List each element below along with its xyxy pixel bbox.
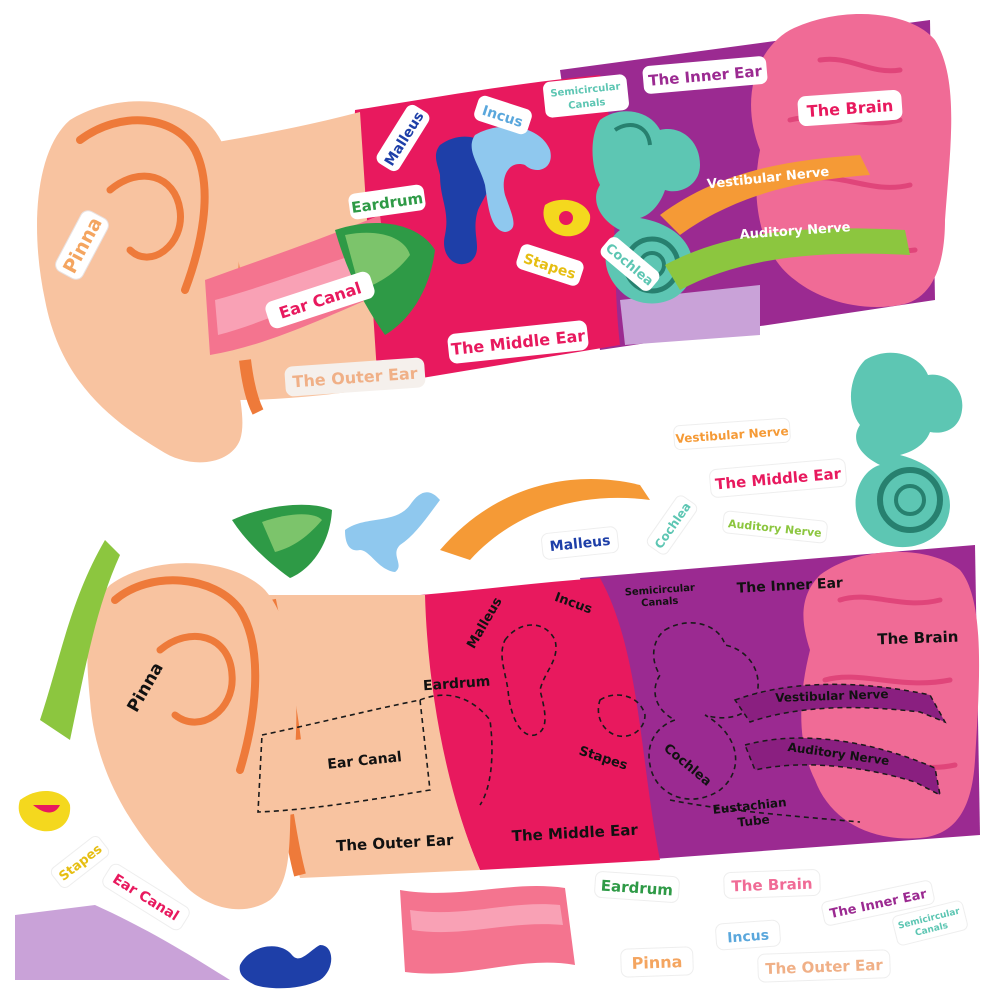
label-brain: The Brain: [797, 89, 903, 127]
loose-ear-canal-inner: [410, 904, 563, 933]
sticker-malleus[interactable]: Malleus: [541, 526, 619, 560]
base-helix-line: [111, 576, 260, 774]
label-semicircular-canals: Semicircular Canals: [543, 74, 629, 118]
helix-line: [76, 116, 209, 294]
base-vestibular-nerve: [733, 683, 947, 724]
loose-cochlea-swirl-inner: [894, 484, 926, 516]
sticker-outer-ear[interactable]: The Outer Ear: [757, 949, 891, 983]
antihelix-line: [106, 172, 184, 261]
base-middle-ear-region: [420, 578, 660, 870]
loose-cochlea-swirl-outer: [877, 467, 943, 533]
outer-ear-stripe: [239, 359, 264, 415]
sticker-brain-text: The Brain: [731, 875, 813, 896]
vestibular-nerve-piece: [660, 155, 870, 235]
base-ear-model: Pinna Ear Canal The Outer Ear Eardrum Ma…: [87, 545, 980, 910]
dashed-outlines: [257, 622, 861, 823]
sticker-eardrum[interactable]: Eardrum: [594, 871, 680, 903]
base-auditory-nerve: [743, 737, 942, 797]
pinna-shape: [37, 101, 243, 463]
base-label-semicircular-2: Canals: [641, 596, 679, 610]
base-label-eustachian-2: Tube: [737, 812, 770, 829]
auditory-nerve-piece: [665, 228, 910, 290]
sticker-malleus-text: Malleus: [549, 533, 611, 555]
sticker-stapes[interactable]: Stapes: [49, 834, 111, 890]
sticker-pinna-text: Pinna: [631, 952, 682, 973]
sticker-cochlea[interactable]: Cochlea: [645, 494, 699, 557]
loose-eustachian-piece[interactable]: [15, 905, 230, 980]
loose-eardrum-highlight: [262, 514, 322, 552]
stapes-hole: [559, 211, 573, 225]
loose-auditory-nerve-piece[interactable]: [40, 540, 120, 740]
base-outer-ear-region: [260, 595, 480, 878]
base-label-semicircular-1: Semicircular: [624, 583, 695, 599]
sticker-middle-ear[interactable]: The Middle Ear: [709, 458, 847, 498]
loose-stapes-mouth: [33, 805, 60, 813]
base-label-ear-canal: Ear Canal: [327, 749, 403, 773]
sticker-outer-ear-text: The Outer Ear: [765, 956, 884, 978]
sticker-pinna[interactable]: Pinna: [620, 946, 694, 978]
loose-incus-piece[interactable]: [345, 492, 440, 572]
loose-vestibular-nerve-piece[interactable]: [440, 478, 650, 560]
loose-malleus-piece[interactable]: [239, 945, 332, 989]
sticker-semicircular-canals[interactable]: Semicircular Canals: [891, 900, 968, 947]
label-inner-ear: The Inner Ear: [642, 56, 768, 94]
ear-canal-inner: [215, 245, 388, 335]
base-label-brain: The Brain: [877, 628, 959, 649]
base-label-vestibular-nerve: Vestibular Nerve: [775, 687, 889, 705]
loose-cochlea-piece[interactable]: [850, 352, 963, 548]
middle-ear-region: [354, 75, 620, 385]
sticker-vestibular-nerve[interactable]: Vestibular Nerve: [673, 417, 791, 451]
base-pinna-shape: [87, 563, 297, 910]
base-label-inner-ear: The Inner Ear: [736, 575, 843, 597]
sticker-eardrum-text: Eardrum: [600, 877, 673, 900]
base-antihelix-line: [156, 632, 236, 726]
label-semicircular-text-2: Canals: [568, 97, 606, 112]
sticker-incus-text: Incus: [727, 928, 770, 947]
base-label-eardrum: Eardrum: [423, 674, 491, 695]
sticker-incus[interactable]: Incus: [715, 919, 781, 951]
label-outer-ear: The Outer Ear: [284, 357, 426, 397]
sticker-brain[interactable]: The Brain: [723, 869, 821, 899]
label-eardrum: Eardrum: [348, 184, 426, 220]
sticker-auditory-nerve[interactable]: Auditory Nerve: [722, 510, 828, 544]
completed-ear-model: Pinna Ear Canal The Outer Ear Eardrum Ma…: [37, 13, 952, 463]
incus-piece: [471, 126, 551, 232]
